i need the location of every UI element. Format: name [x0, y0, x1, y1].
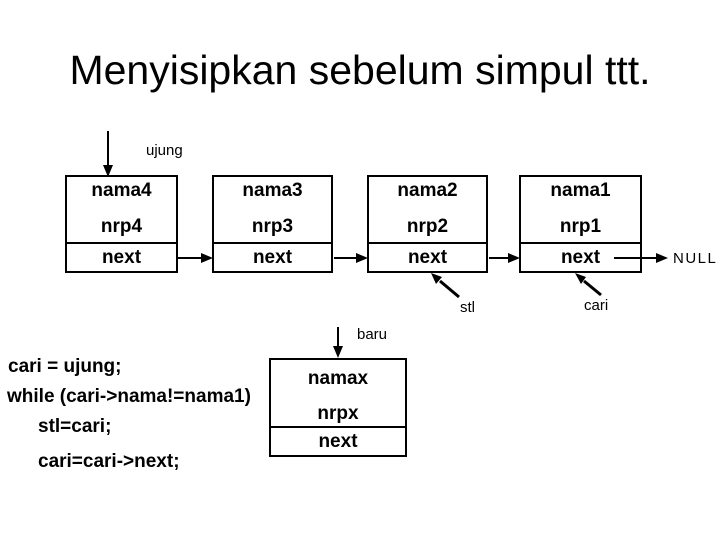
ujung-pointer-label: ujung [146, 142, 183, 159]
next-link-arrow-1 [178, 253, 213, 263]
node-nrp-field: nrp1 [559, 216, 602, 237]
code-line-1: cari = ujung; [8, 356, 122, 377]
node-next-field: next [521, 242, 640, 271]
node-nrp-field: nrpx [317, 403, 359, 424]
code-line-4: cari=cari->next; [38, 451, 180, 472]
next-link-arrow-3 [489, 253, 520, 263]
node-name-field: nama2 [397, 180, 458, 201]
list-node-3: nama2 nrp2 next [367, 175, 488, 273]
node-name-field: namax [307, 368, 369, 389]
node-next-field: next [369, 242, 486, 271]
node-name-field: nama3 [242, 180, 303, 201]
node-nrp-field: nrp4 [100, 216, 143, 237]
code-line-2: while (cari->nama!=nama1) [7, 386, 251, 407]
node-next-field: next [271, 426, 405, 455]
cari-pointer-arrow [575, 273, 602, 297]
cari-pointer-label: cari [584, 297, 609, 314]
node-name-field: nama4 [91, 180, 152, 201]
node-name-field: nama1 [550, 180, 611, 201]
ujung-pointer-arrow [103, 131, 113, 177]
node-nrp-field: nrp2 [406, 216, 449, 237]
null-terminator-label: NULL [673, 250, 718, 267]
list-node-4: nama1 nrp1 next [519, 175, 642, 273]
list-node-2: nama3 nrp3 next [212, 175, 333, 273]
baru-pointer-arrow [333, 327, 343, 358]
new-node-baru: namax nrpx next [269, 358, 407, 457]
stl-pointer-label: stl [460, 299, 475, 316]
node-nrp-field: nrp3 [251, 216, 294, 237]
node-next-field: next [214, 242, 331, 271]
node-next-field: next [67, 242, 176, 271]
stl-pointer-arrow [431, 273, 460, 299]
list-node-1: nama4 nrp4 next [65, 175, 178, 273]
next-link-arrow-2 [334, 253, 368, 263]
slide-title: Menyisipkan sebelum simpul ttt. [69, 47, 651, 93]
baru-pointer-label: baru [357, 326, 388, 343]
code-line-3: stl=cari; [38, 416, 112, 437]
